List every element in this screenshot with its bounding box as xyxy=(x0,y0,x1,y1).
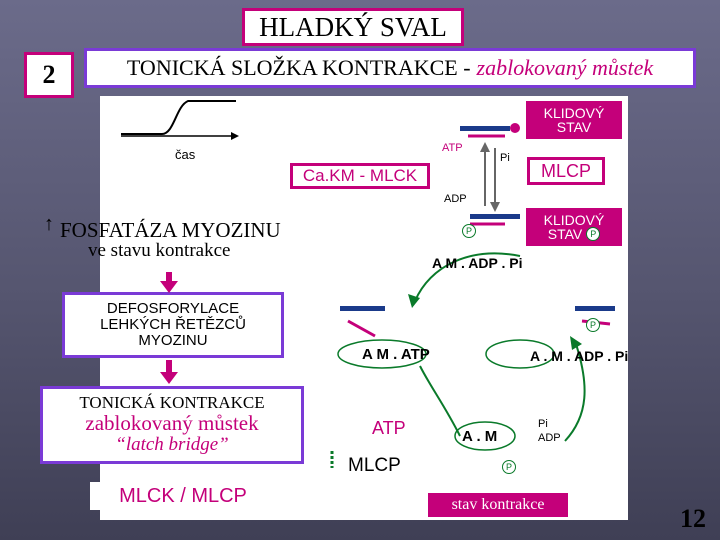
ellipse-state-m xyxy=(485,339,555,369)
klidovy-stav-2: KLIDOVÝ STAV P xyxy=(526,208,622,246)
atp-bottom: ATP xyxy=(372,418,406,438)
mlcp-bottom: MLCP xyxy=(348,455,401,476)
defosforylace-line3: MYOZINU xyxy=(138,331,208,349)
klidovy-1-line1: KLIDOVÝ xyxy=(543,105,605,121)
vertical-arrow-down-head xyxy=(490,202,500,212)
subtitle: TONICKÁ SLOŽKA KONTRAKCE - zablokovaný m… xyxy=(84,48,696,88)
adp-small-top: ADP xyxy=(444,193,467,205)
tonicka-line2: zablokovaný můstek xyxy=(85,411,259,436)
defosforylace-box: DEFOSFORYLACE LEHKÝCH ŘETĚZCŮ MYOZINU xyxy=(62,292,284,358)
klidovy-stav-1: KLIDOVÝ STAV xyxy=(526,101,622,139)
up-arrow-glyph: ↑ xyxy=(44,213,54,235)
p-circle-klidovy: P xyxy=(586,227,601,241)
ellipse-state-atp xyxy=(337,339,427,369)
am-bottom: A . M xyxy=(462,428,498,445)
atp-small-top: ATP xyxy=(442,142,463,154)
fosfataza-line1: FOSFATÁZA MYOZINU xyxy=(60,218,281,242)
defosforylace-line1: DEFOSFORYLACE xyxy=(106,300,240,318)
klidovy-2-line1: KLIDOVÝ xyxy=(543,212,605,228)
subtitle-main: TONICKÁ SLOŽKA KONTRAKCE - xyxy=(126,55,471,80)
pi-small-top: Pi xyxy=(500,152,510,164)
pi-small-bottom: Pi xyxy=(538,418,548,430)
sigmoid-graph xyxy=(121,100,239,140)
state-m-adp-pi: A . M . ADP . Pi xyxy=(530,348,629,364)
ellipse-state-am xyxy=(454,421,516,451)
p-circle-right: P xyxy=(586,318,600,332)
myosin-icon-phos xyxy=(470,214,520,226)
cycle-arc-bottom xyxy=(419,365,461,437)
time-label: čas xyxy=(175,147,196,162)
cycle-arc-top xyxy=(414,252,521,302)
subtitle-emphasis: zablokovaný můstek xyxy=(476,55,654,80)
myosin-icon-mid-left xyxy=(340,306,385,338)
klidovy-2-line2: STAV xyxy=(547,226,583,242)
down-arrow-2 xyxy=(160,372,178,384)
slide-number: 2 xyxy=(24,52,74,98)
myosin-icon-rest xyxy=(460,123,520,138)
defosforylace-line2: LEHKÝCH ŘETĚZCŮ xyxy=(100,316,246,334)
tonicka-line1: TONICKÁ KONTRAKCE xyxy=(79,392,265,412)
mlck-mlcp-box: MLCK / MLCP xyxy=(90,482,276,510)
page-number: 12 xyxy=(680,504,706,533)
mlcp-top-box: MLCP xyxy=(527,157,605,185)
arrow-stem-2 xyxy=(166,360,172,376)
sigmoid-curve xyxy=(121,100,236,135)
p-circle-bottom: P xyxy=(502,460,516,474)
mlck-mlcp-label: MLCK / MLCP xyxy=(119,484,247,507)
klidovy-1-line2: STAV xyxy=(556,119,592,135)
graph-panel xyxy=(100,96,320,271)
stav-kontrakce-box: stav kontrakce xyxy=(428,493,568,517)
tonicka-line3: “latch bridge” xyxy=(115,434,229,456)
state-adp-pi: A M . ADP . Pi xyxy=(432,255,523,271)
cycle-arc-right-head xyxy=(570,336,582,350)
arrow-stem-1 xyxy=(166,272,172,286)
adp-small-bottom: ADP xyxy=(538,432,561,444)
page-title: HLADKÝ SVAL xyxy=(242,8,464,46)
time-axis-arrow xyxy=(231,132,239,140)
tonicka-box: TONICKÁ KONTRAKCE zablokovaný můstek “la… xyxy=(40,386,304,464)
vertical-arrow-up-head xyxy=(480,142,490,152)
cycle-arc-right xyxy=(564,340,586,442)
p-circle-top: P xyxy=(462,224,476,238)
cycle-arc-top-head xyxy=(408,294,420,308)
fosfataza-line2: ve stavu kontrakce xyxy=(88,240,231,261)
state-atp: A M . ATP xyxy=(362,346,430,363)
camlck-box: Ca.KM - MLCK xyxy=(290,163,430,189)
down-arrow-1 xyxy=(160,281,178,293)
